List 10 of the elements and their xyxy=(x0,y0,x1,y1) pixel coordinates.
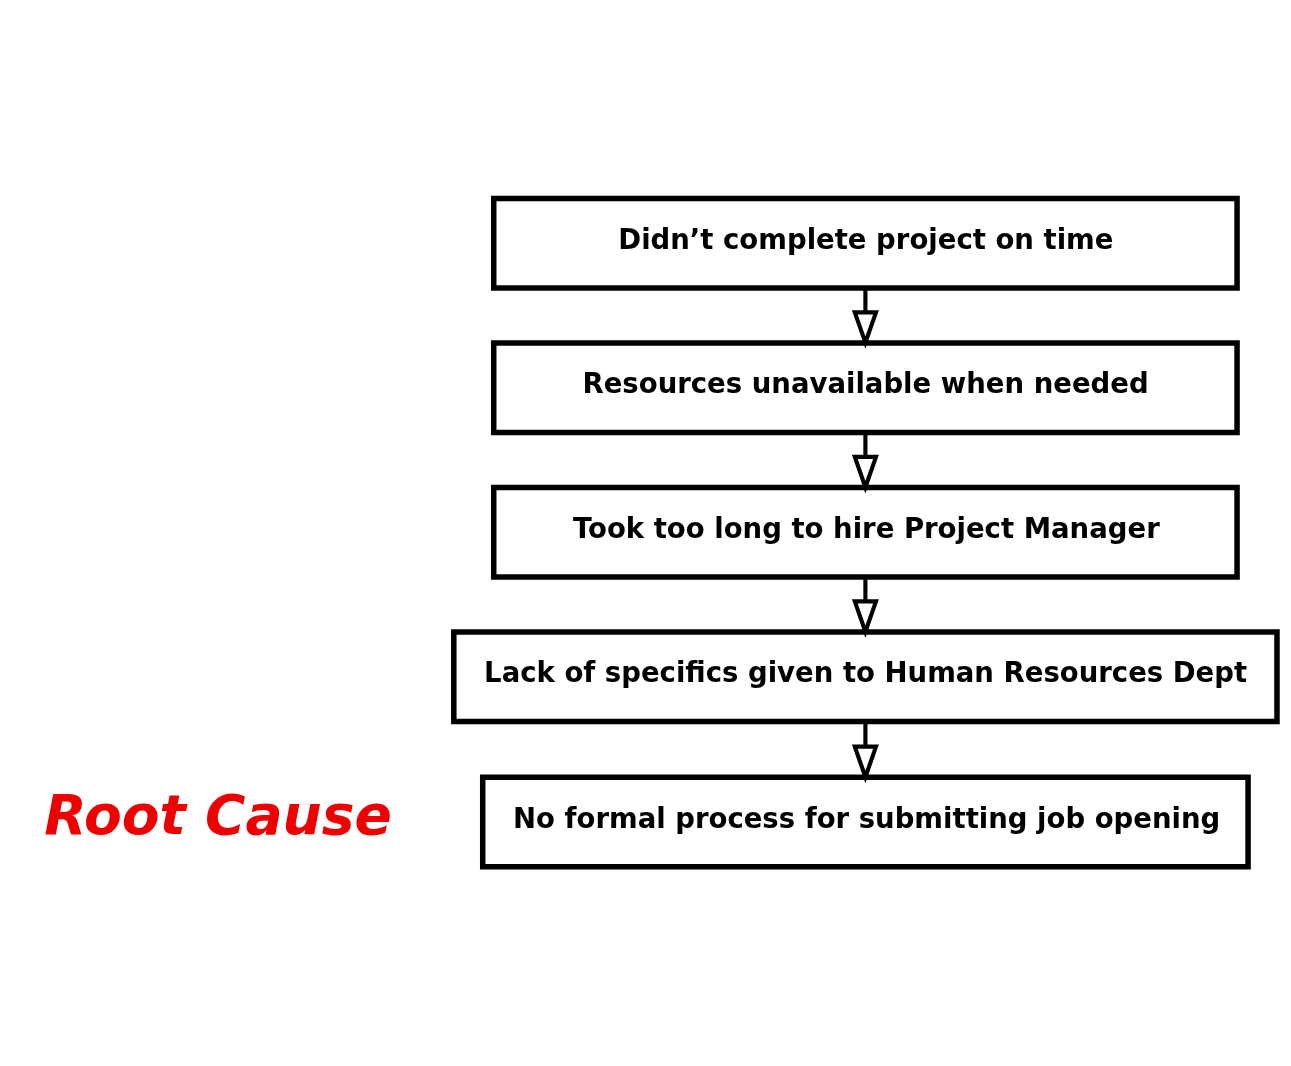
arrow xyxy=(851,432,879,494)
arrow xyxy=(851,577,879,638)
node-label: Root Cause xyxy=(44,783,392,848)
arrow xyxy=(851,721,879,784)
arrow xyxy=(851,288,879,349)
node-box: Lack of specifics given to Human Resources Dept xyxy=(451,629,1280,725)
node-box: No formal process for submitting job opening xyxy=(479,774,1251,870)
node-box: Resources unavailable when needed xyxy=(491,340,1240,436)
node-box: Didn’t complete project on time xyxy=(491,195,1240,291)
node-box: Took too long to hire Project Manager xyxy=(491,484,1240,580)
